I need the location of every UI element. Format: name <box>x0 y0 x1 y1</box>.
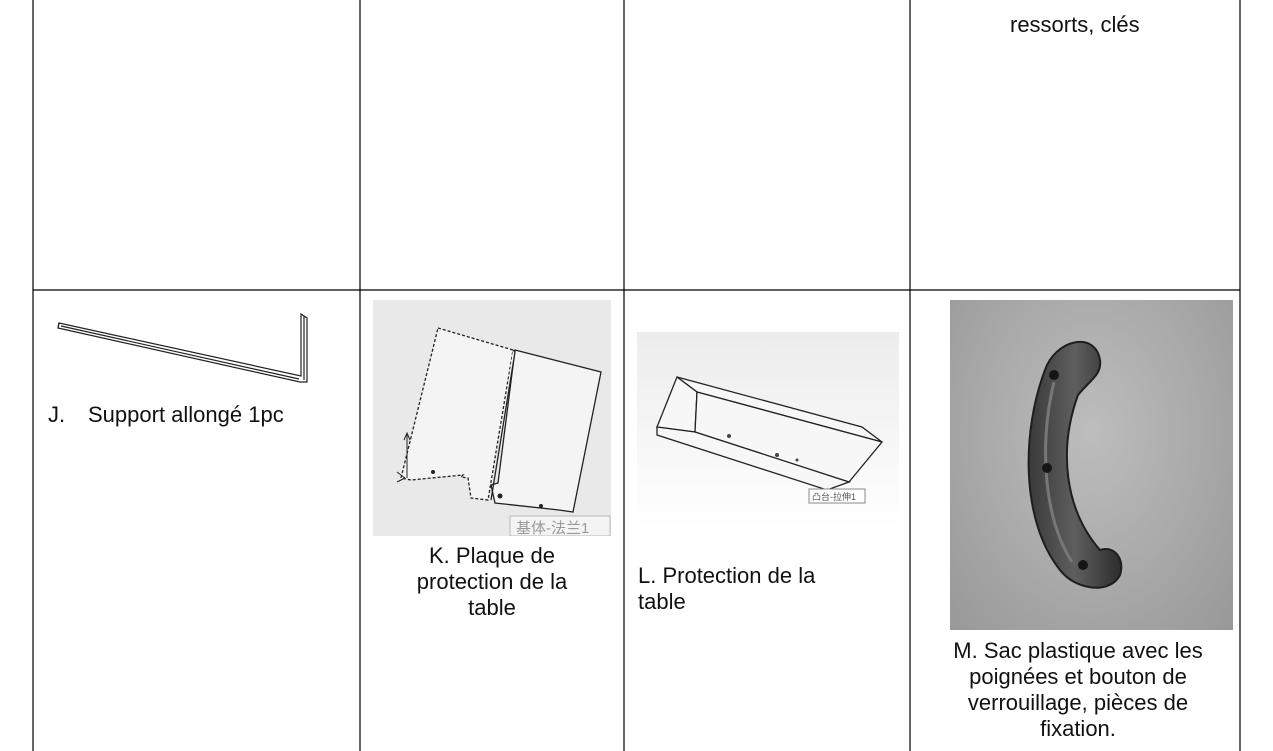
item-m-caption-line: fixation. <box>1040 716 1116 741</box>
item-m-caption-line: M. Sac plastique avec les <box>953 638 1203 663</box>
item-k-caption-line: table <box>468 595 516 620</box>
table-protection-figure: 凸台-拉伸1 <box>637 332 899 528</box>
plate-figure-tag: 基体-法兰1 <box>516 520 590 536</box>
item-m-caption: M. Sac plastique avec les poignées et bo… <box>928 638 1228 742</box>
item-j-letter: J. <box>48 402 66 427</box>
item-l-caption-line: table <box>638 589 686 614</box>
item-l-caption: L. Protection de la table <box>638 563 898 615</box>
handle-photo <box>950 300 1233 630</box>
support-bracket-figure <box>57 312 308 383</box>
item-k-caption: K. Plaque de protection de la table <box>372 543 612 621</box>
item-k-caption-line: K. Plaque de <box>429 543 555 568</box>
item-m-caption-line: poignées et bouton de <box>969 664 1187 689</box>
item-j-label: Support allongé 1pc <box>88 402 284 427</box>
protection-figure-tag: 凸台-拉伸1 <box>812 492 857 502</box>
item-l-caption-line: L. Protection de la <box>638 563 816 588</box>
protection-plate-figure: 基体-法兰1 <box>373 300 611 536</box>
item-m-caption-line: verrouillage, pièces de <box>967 690 1189 715</box>
item-k-caption-line: protection de la <box>416 569 568 594</box>
row1-cell4-text: ressorts, clés <box>1010 12 1140 37</box>
